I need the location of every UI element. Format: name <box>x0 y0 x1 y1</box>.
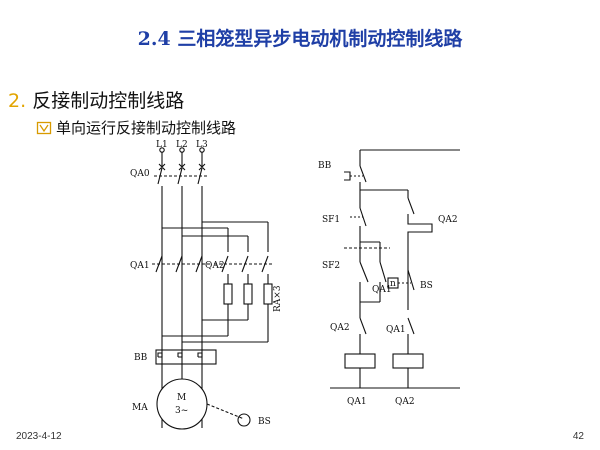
label-l3: L3 <box>196 140 208 150</box>
main-circuit <box>152 147 274 430</box>
label-motor-m: M <box>177 393 186 403</box>
label-qa2-main: QA2 <box>205 261 225 271</box>
label-bb-main: BB <box>134 353 148 363</box>
label-motor-phase: 3~ <box>175 406 188 416</box>
label-ma: MA <box>132 403 148 413</box>
label-qa2-interlock: QA2 <box>330 323 350 333</box>
label-qa2-hold: QA2 <box>438 215 458 225</box>
slide-date: 2023-4-12 <box>16 431 62 442</box>
label-bs-control: BS <box>420 281 433 291</box>
label-qa1-hold: QA1 <box>372 285 392 295</box>
qa1-interlock-contact <box>407 317 415 335</box>
label-l2: L2 <box>176 140 188 150</box>
label-bb-control: BB <box>318 161 332 171</box>
slide-page-number: 42 <box>572 431 584 442</box>
label-qa1-interlock: QA1 <box>386 325 406 335</box>
label-sf2: SF2 <box>322 261 340 271</box>
main-circuit-labels: L1 L2 L3 QA0 QA1 QA2 RA×3 BB MA M 3~ BS <box>130 140 283 427</box>
label-qa0: QA0 <box>130 169 150 179</box>
coil-qa2 <box>392 353 424 369</box>
subsection-title: 单向运行反接制动控制线路 <box>56 119 237 137</box>
sf2-contact <box>359 261 369 283</box>
resistor-1 <box>223 283 233 305</box>
resistor-3 <box>263 283 273 305</box>
checkbox-triangle-icon <box>36 121 52 134</box>
subsection-heading: 单向运行反接制动控制线路 <box>36 117 236 138</box>
resistor-2 <box>243 283 253 305</box>
section-heading: 2. 反接制动控制线路 <box>8 86 184 113</box>
slide-title: 2.4 三相笼型异步电动机制动控制线路 <box>137 28 463 50</box>
section-number: 2. <box>8 90 27 112</box>
label-l1: L1 <box>156 140 168 150</box>
qa1-hold-contact <box>379 261 387 283</box>
coil-qa1 <box>344 353 376 369</box>
qa2-interlock-contact <box>359 317 367 335</box>
label-bs-main: BS <box>258 417 271 427</box>
section-title: 反接制动控制线路 <box>32 90 185 112</box>
control-circuit <box>330 149 460 389</box>
control-circuit-labels: BB SF1 SF2 QA2 QA1 n BS QA2 QA1 QA1 QA2 <box>318 161 458 407</box>
qa2-hold-contact <box>407 197 415 215</box>
bb-contact <box>359 165 367 183</box>
label-qa1-main: QA1 <box>130 261 150 271</box>
speed-relay-rotor <box>237 413 251 427</box>
label-coil-qa1: QA1 <box>347 397 367 407</box>
bs-contact <box>407 269 415 291</box>
label-resistors: RA×3 <box>273 285 283 312</box>
label-coil-qa2: QA2 <box>395 397 415 407</box>
label-speed-symbol: n <box>390 279 396 289</box>
label-sf1: SF1 <box>322 215 340 225</box>
motor <box>156 378 208 430</box>
thermal-relay <box>155 349 217 365</box>
